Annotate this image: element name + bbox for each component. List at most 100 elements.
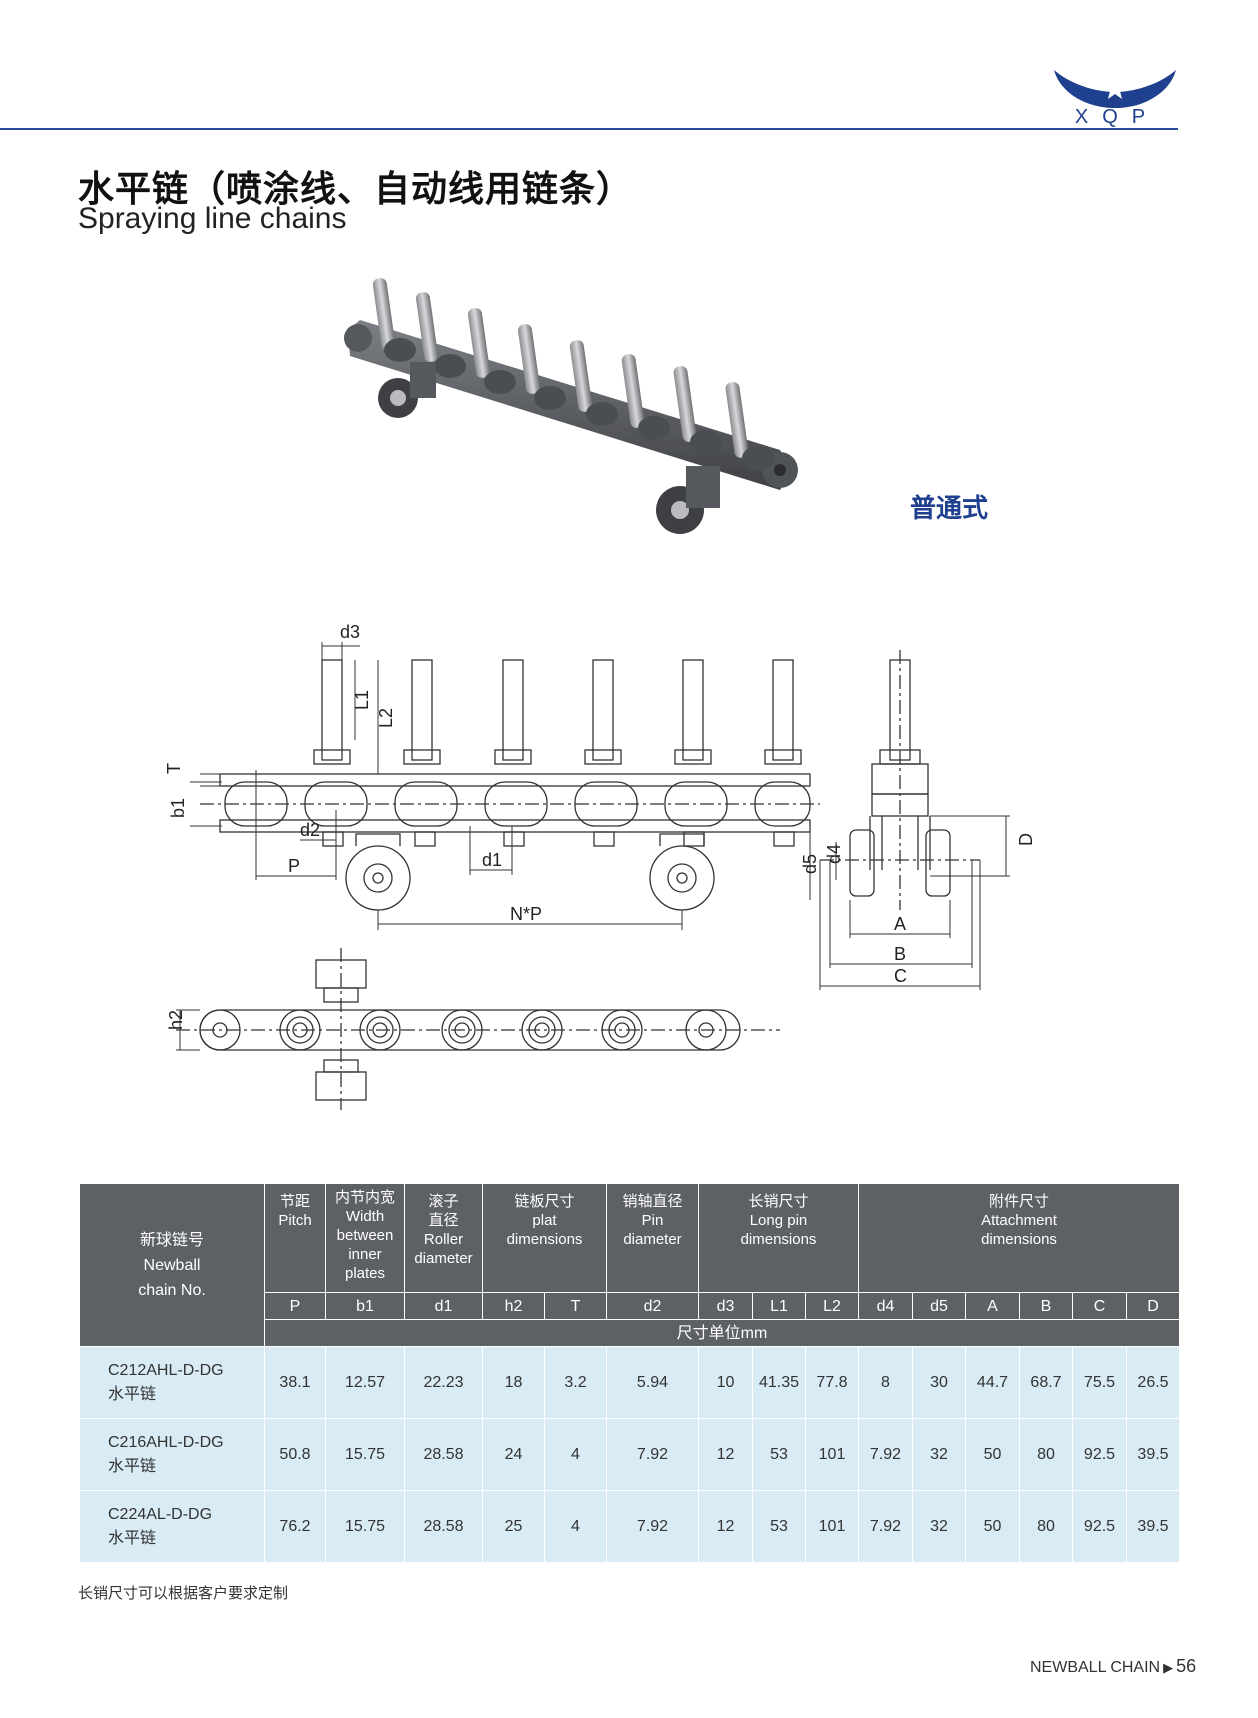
brand-logo: XQP [1050,62,1180,132]
value-cell: 22.23 [404,1346,483,1419]
value-cell: 26.5 [1126,1346,1180,1419]
value-cell: 80 [1019,1490,1073,1563]
value-cell: 25 [482,1490,545,1563]
top-rollers [199,1009,727,1051]
symbol-cell: P [264,1292,326,1320]
value-cell: 15.75 [325,1418,405,1491]
value-cell: 3.2 [544,1346,607,1419]
wheels [345,833,715,911]
value-cell: 39.5 [1126,1418,1180,1491]
value-cell: 75.5 [1072,1346,1127,1419]
long-pins [313,659,802,765]
value-cell: 4 [544,1490,607,1563]
value-cell: 41.35 [752,1346,806,1419]
dim-T: T [164,763,184,774]
front-view: d3 L1 L2 T b1 d2 P d1 N*P [164,622,820,930]
dim-h2: h2 [166,1010,186,1030]
symbol-cell: L2 [805,1292,859,1320]
value-cell: 39.5 [1126,1490,1180,1563]
logo-emblem-icon [1054,70,1176,108]
dim-NP: N*P [510,904,542,924]
front-dimensions [190,642,683,930]
front-labels: d3 L1 L2 T b1 d2 P d1 N*P [164,622,542,924]
dim-d4: d4 [824,844,844,864]
dim-A: A [894,914,906,934]
header-divider [0,128,1178,130]
value-cell: 28.58 [404,1418,483,1491]
dim-b1: b1 [168,798,188,818]
dim-P: P [288,856,300,876]
value-cell: 32 [912,1418,966,1491]
value-cell: 53 [752,1418,806,1491]
model-name: 水平链 [108,1457,157,1475]
value-cell: 92.5 [1072,1418,1127,1491]
value-cell: 7.92 [858,1490,913,1563]
symbol-cell: C [1072,1292,1127,1320]
value-cell: 44.7 [965,1346,1020,1419]
model-cell: C224AL-D-DG 水平链 [79,1490,265,1563]
model-number: C224AL-D-DG [108,1505,213,1523]
value-cell: 32 [912,1490,966,1563]
value-cell: 10 [698,1346,753,1419]
value-cell: 38.1 [264,1346,326,1419]
value-cell: 24 [482,1418,545,1491]
variant-label: 普通式 [910,494,989,524]
play-arrow-icon: ▶ [1163,1660,1174,1675]
value-cell: 92.5 [1072,1490,1127,1563]
symbol-cell: d4 [858,1292,913,1320]
value-cell: 4 [544,1418,607,1491]
side-view: d5 d4 D A B C [800,650,1036,990]
value-cell: 5.94 [606,1346,699,1419]
symbol-cell: L1 [752,1292,806,1320]
value-cell: 77.8 [805,1346,859,1419]
value-cell: 101 [805,1490,859,1563]
symbol-cell: d3 [698,1292,753,1320]
guide-wheels [378,362,720,534]
symbol-cell: d1 [404,1292,483,1320]
dim-d1: d1 [482,850,502,870]
value-cell: 12.57 [325,1346,405,1419]
symbol-cell: d5 [912,1292,966,1320]
product-photo [344,278,798,534]
page-title-en: Spraying line chains [78,202,347,235]
page-number: 56 [1176,1656,1197,1676]
header-model: 新球链号 Newball chain No. [79,1183,265,1347]
value-cell: 12 [698,1418,753,1491]
page-footer: NEWBALL CHAIN▶56 [1030,1656,1196,1677]
symbol-cell: B [1019,1292,1073,1320]
dim-d3: d3 [340,622,360,642]
dim-L1: L1 [352,690,372,710]
model-name: 水平链 [108,1529,157,1547]
symbol-cell: A [965,1292,1020,1320]
value-cell: 18 [482,1346,545,1419]
symbol-cell: T [544,1292,607,1320]
value-cell: 7.92 [606,1490,699,1563]
dim-d5: d5 [800,854,820,874]
value-cell: 80 [1019,1418,1073,1491]
symbol-cell: h2 [482,1292,545,1320]
top-view: h2 [166,948,780,1110]
model-cell: C216AHL-D-DG 水平链 [79,1418,265,1491]
footer-brand: NEWBALL CHAIN [1030,1659,1161,1676]
dim-d2: d2 [300,820,320,840]
value-cell: 15.75 [325,1490,405,1563]
symbol-cell: b1 [325,1292,405,1320]
value-cell: 8 [858,1346,913,1419]
model-number: C216AHL-D-DG [108,1433,224,1451]
value-cell: 30 [912,1346,966,1419]
value-cell: 76.2 [264,1490,326,1563]
dim-C: C [894,966,907,986]
symbol-cell: d2 [606,1292,699,1320]
